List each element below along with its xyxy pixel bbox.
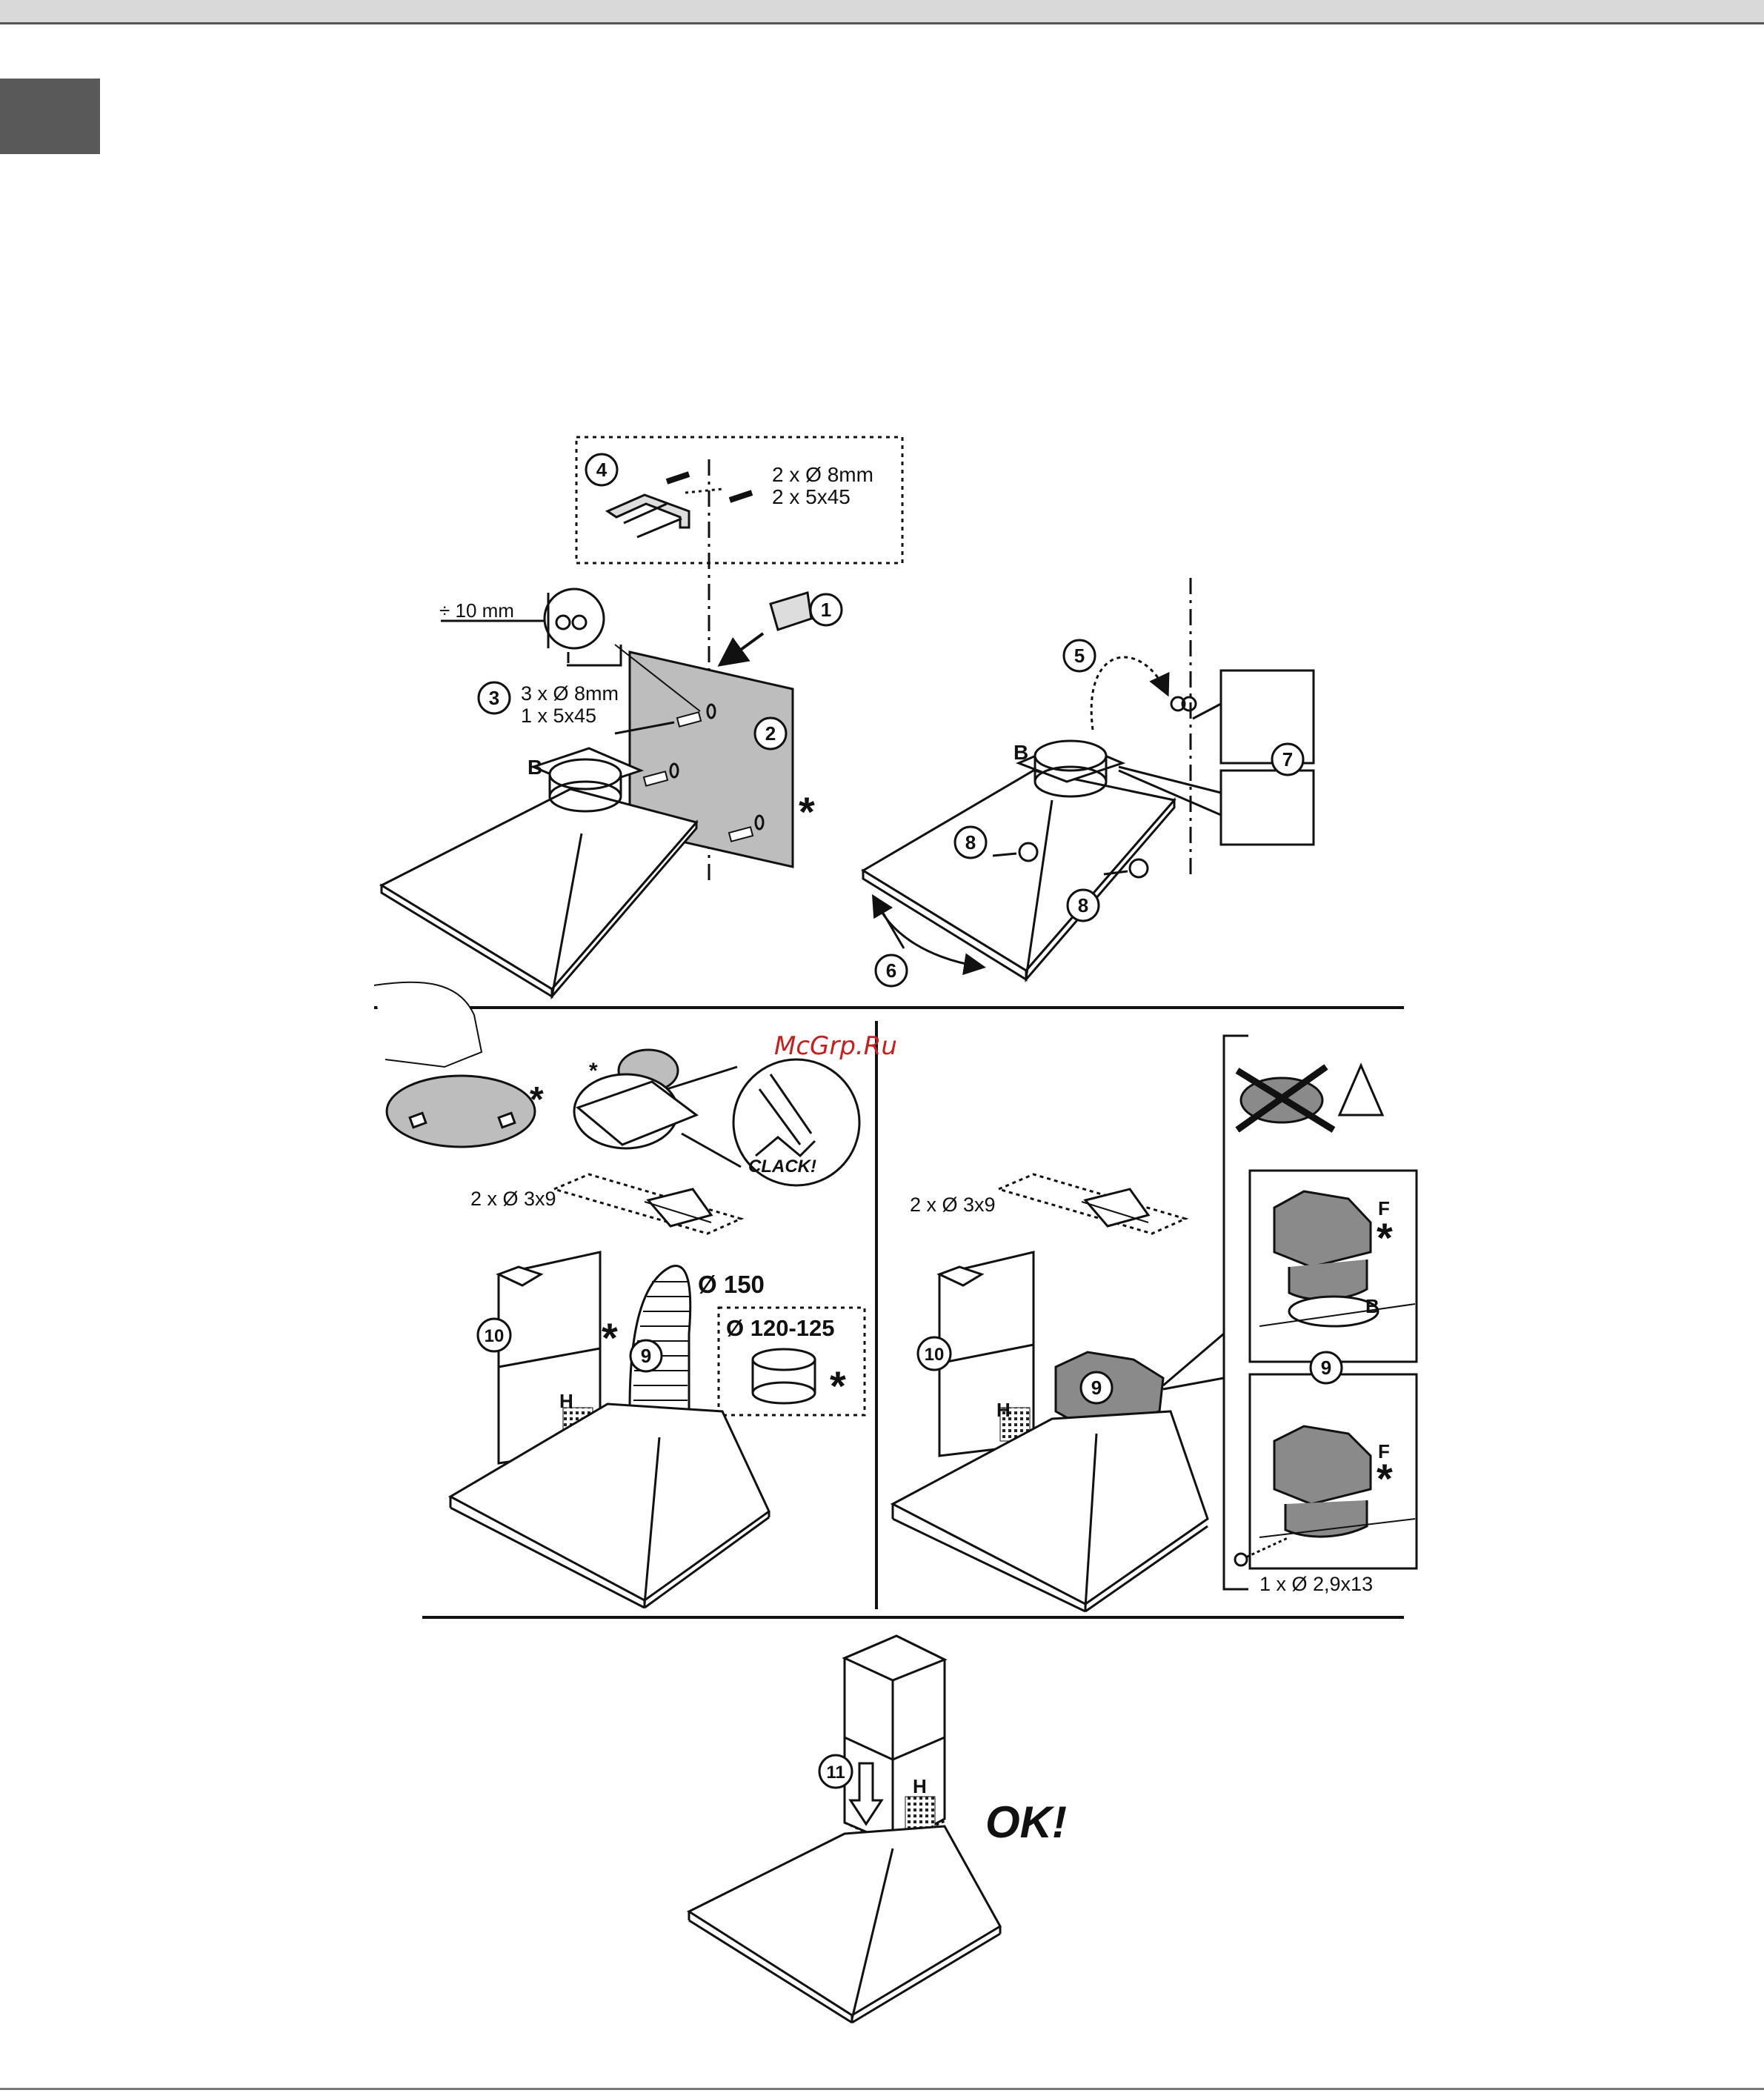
step-8a: 8 xyxy=(965,831,976,853)
asterisk-panel: * xyxy=(799,788,815,835)
bracket-detail-box xyxy=(576,437,902,563)
step-2: 2 xyxy=(765,722,776,745)
asterisk-filter-insert: * xyxy=(589,1059,598,1083)
detail-box-lower xyxy=(1221,771,1314,845)
step-9c: 9 xyxy=(1321,1357,1331,1379)
label-duct-diameter: Ø 150 xyxy=(698,1271,765,1298)
chimney-right xyxy=(939,1252,1034,1456)
label-chimney-screws-left: 2 x Ø 3x9 xyxy=(470,1188,556,1210)
watermark: McGrp.Ru xyxy=(774,1031,897,1061)
step-8b: 8 xyxy=(1078,894,1088,916)
step-9a: 9 xyxy=(641,1345,651,1367)
label-chimney-screws-right: 2 x Ø 3x9 xyxy=(910,1194,996,1216)
label-distance: ÷ 10 mm xyxy=(439,599,514,622)
label-flange-b: B xyxy=(527,756,542,779)
step-1: 1 xyxy=(821,599,831,621)
step-10a: 10 xyxy=(485,1326,505,1346)
step-4: 4 xyxy=(596,459,608,481)
step-11: 11 xyxy=(826,1763,845,1783)
label-ok: OK! xyxy=(985,1797,1067,1847)
label-h-left: H xyxy=(559,1390,573,1412)
label-wall-plugs: 3 x Ø 8mm xyxy=(521,682,619,705)
label-wall-screws: 1 x 5x45 xyxy=(521,705,596,727)
label-bracket-plugs: 2 x Ø 8mm xyxy=(772,463,873,486)
step-9b: 9 xyxy=(1091,1377,1102,1399)
asterisk-chimney: * xyxy=(602,1314,618,1361)
label-bracket-screws: 2 x 5x45 xyxy=(772,485,851,508)
label-h-final: H xyxy=(913,1775,927,1797)
step-3: 3 xyxy=(489,687,499,709)
label-h-right: H xyxy=(996,1399,1011,1421)
step-10b: 10 xyxy=(925,1345,945,1365)
label-b-filter: B xyxy=(1365,1295,1379,1317)
step-6: 6 xyxy=(886,959,896,982)
grease-filter xyxy=(387,1076,535,1147)
asterisk-filter-lower: * xyxy=(1377,1455,1393,1502)
asterisk-filter-upper: * xyxy=(1377,1214,1393,1261)
label-clack: CLACK! xyxy=(748,1157,816,1177)
step-5: 5 xyxy=(1074,645,1085,667)
label-filter-screw: 1 x Ø 2,9x13 xyxy=(1259,1573,1373,1595)
hood-top-right xyxy=(863,741,1174,979)
step-7: 7 xyxy=(1282,748,1293,771)
warning-triangle-icon xyxy=(1339,1065,1382,1115)
asterisk-grease-filter: * xyxy=(530,1080,544,1119)
label-flange-b-right: B xyxy=(1014,741,1028,764)
hood-final-assembled xyxy=(689,1636,1000,2023)
label-adapter-diameter: Ø 120-125 xyxy=(726,1315,835,1341)
asterisk-adapter: * xyxy=(830,1362,846,1409)
